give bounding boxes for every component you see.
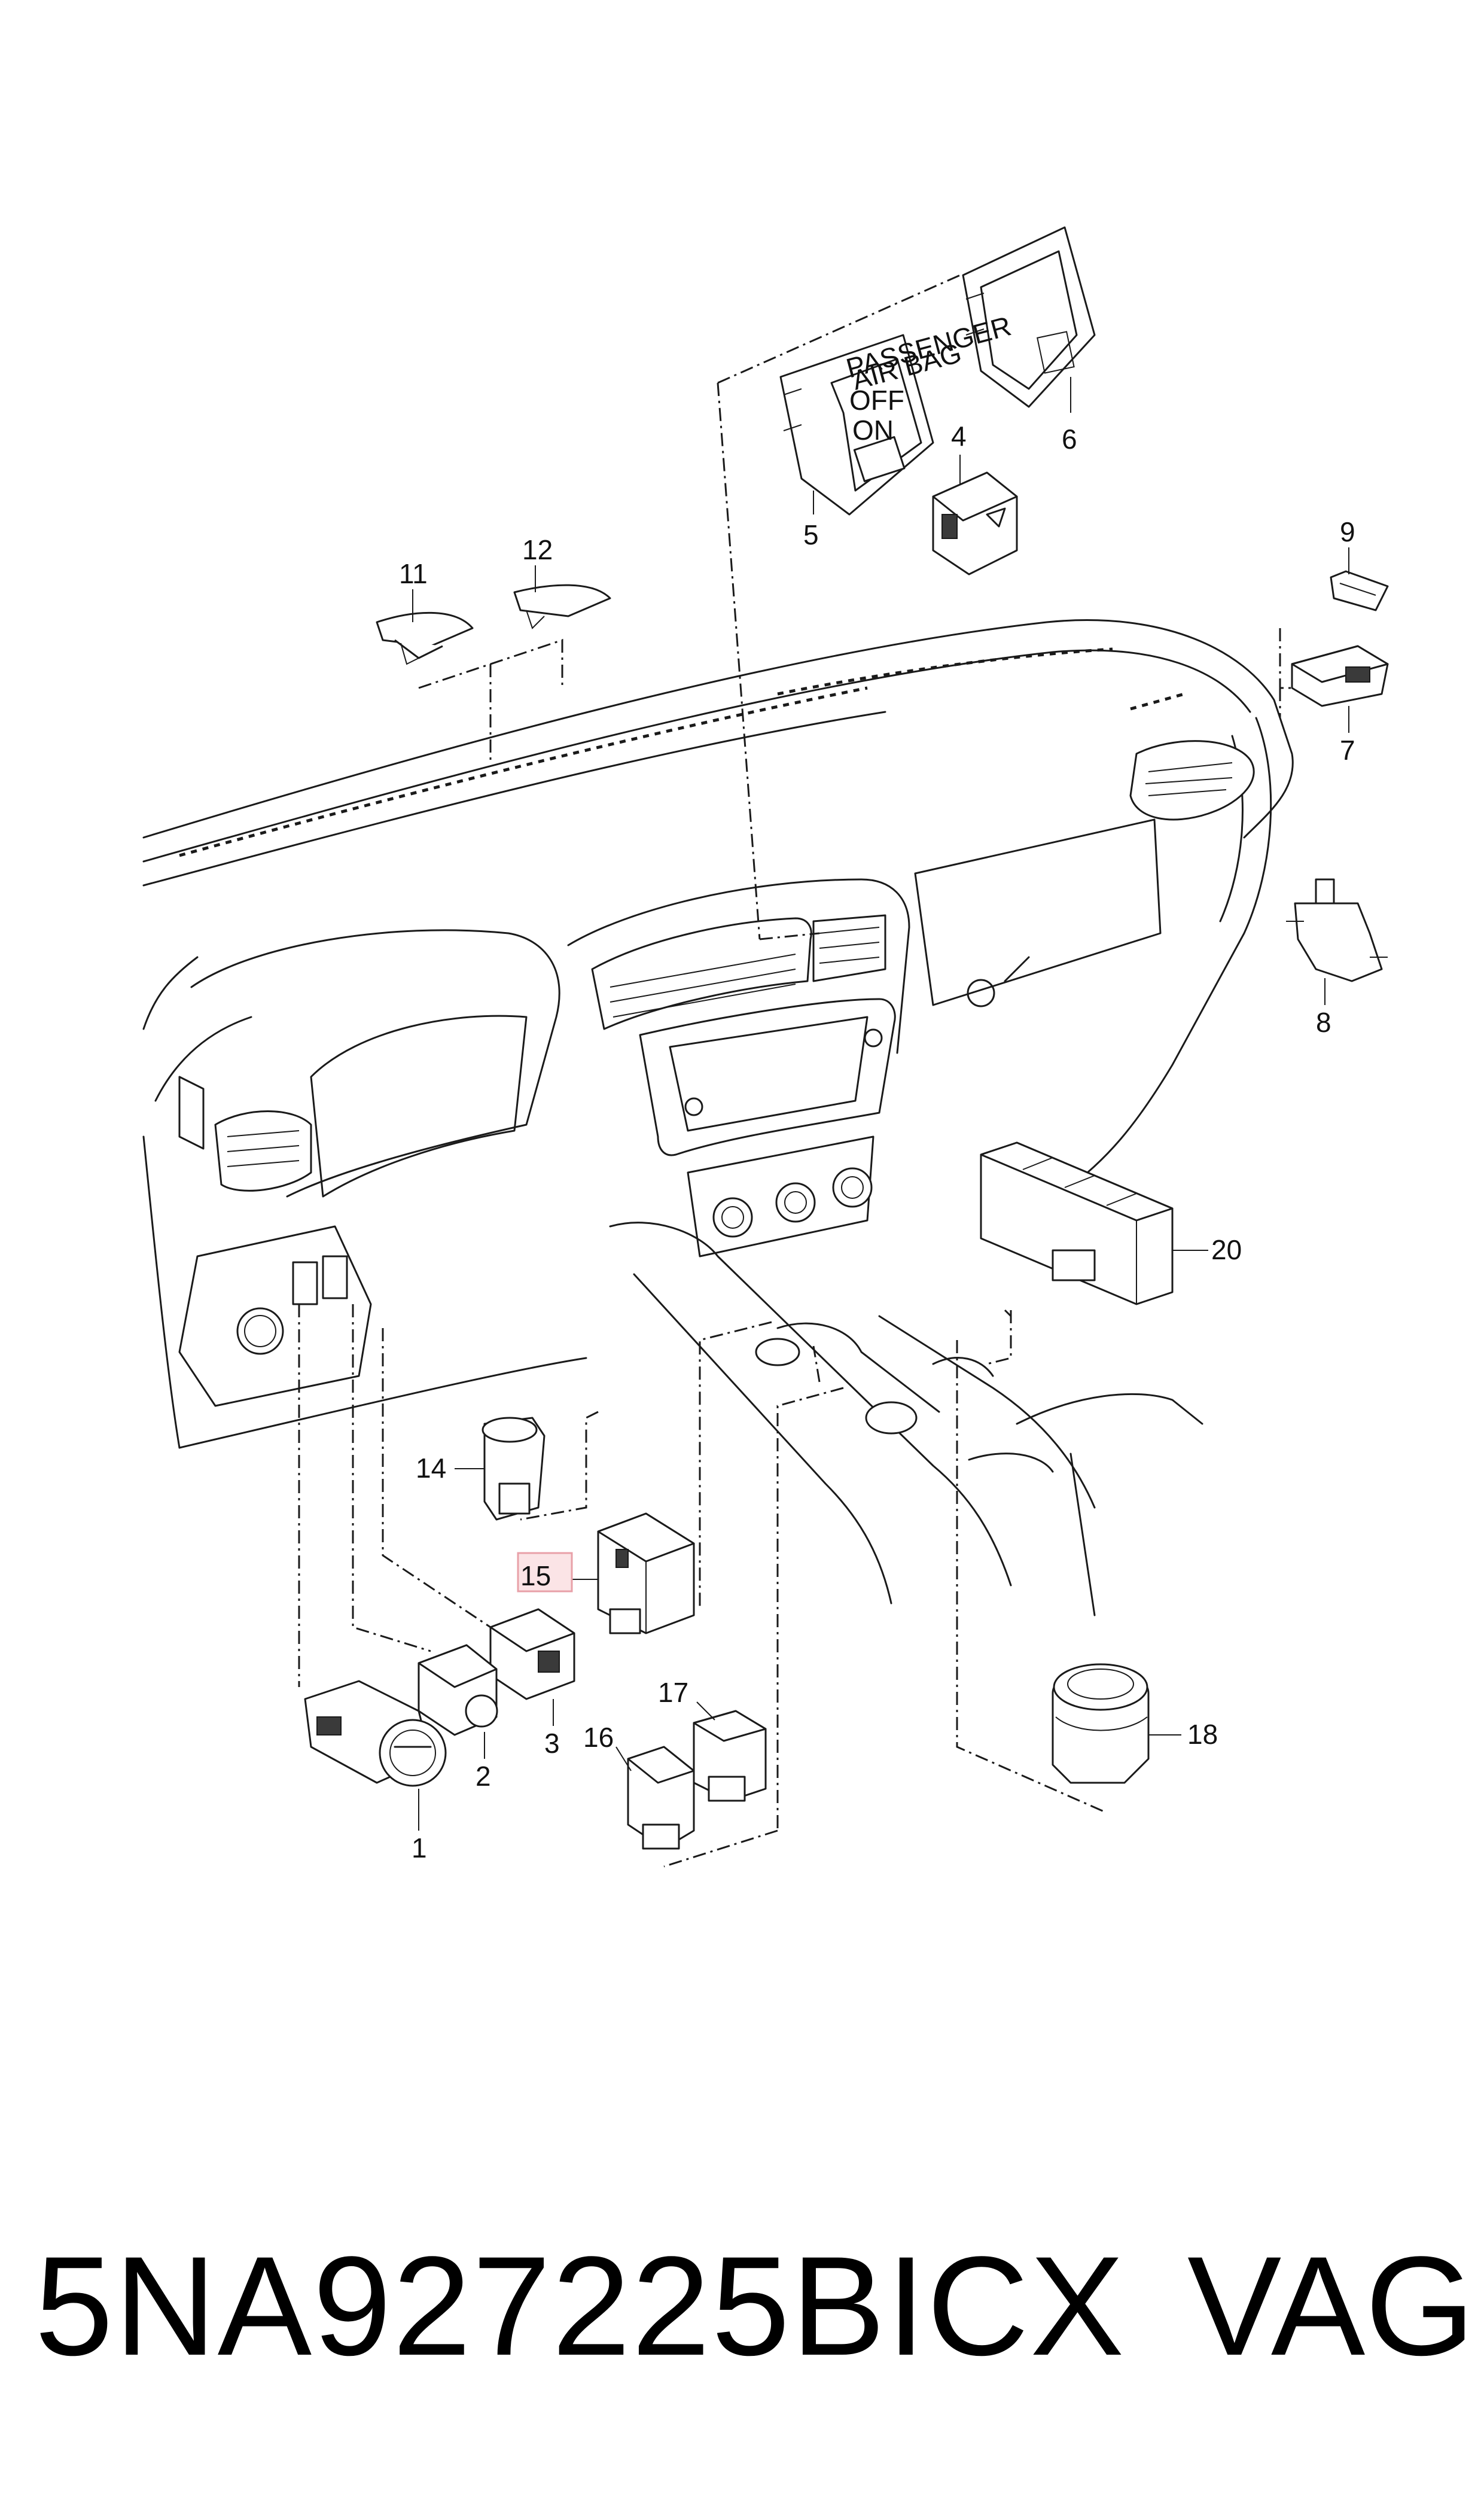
callout-11: 11 — [399, 558, 428, 589]
dashboard-drawing — [142, 619, 1294, 1616]
part-16-switch — [627, 1746, 695, 1850]
callout-3: 3 — [544, 1728, 560, 1759]
callout-12: 12 — [522, 534, 553, 565]
callout-14: 14 — [416, 1453, 446, 1484]
callout-8: 8 — [1316, 1007, 1331, 1038]
callout-leaders — [412, 377, 1349, 1831]
callout-1: 1 — [412, 1832, 427, 1864]
callout-7: 7 — [1340, 735, 1355, 766]
part-3-switch — [489, 1608, 575, 1700]
callout-18: 18 — [1187, 1719, 1218, 1750]
brand-label: VAG — [1187, 2227, 1475, 2385]
callout-17: 17 — [658, 1677, 688, 1708]
part-8-sensor — [1286, 878, 1388, 982]
airbag-on-label: ON — [852, 415, 894, 446]
callout-9: 9 — [1340, 516, 1355, 547]
callout-15-highlight — [517, 1552, 573, 1593]
callout-4: 4 — [951, 421, 967, 452]
part-9-small-clip — [1330, 570, 1389, 611]
airbag-off-label: OFF — [849, 385, 904, 416]
part-14-start-stop-button — [482, 1417, 546, 1521]
part-18-rotary-selector — [1052, 1663, 1150, 1784]
part-17-switch — [693, 1710, 767, 1802]
callout-5: 5 — [803, 519, 819, 550]
part-4-hazard-switch — [932, 471, 1018, 576]
callout-6: 6 — [1062, 424, 1077, 455]
part-1-light-switch — [304, 1680, 447, 1787]
part-20-switch-block — [980, 1141, 1174, 1305]
leader-lines — [298, 274, 1298, 1868]
callout-16: 16 — [583, 1722, 614, 1753]
part-15-switch-unit — [597, 1512, 695, 1634]
part-11-cover-cap — [376, 611, 474, 665]
part-7-usb-socket — [1291, 645, 1389, 707]
callout-2: 2 — [476, 1761, 491, 1792]
callout-numbers: 6 5 4 11 12 9 7 8 20 14 15 3 2 1 16 17 1… — [399, 421, 1355, 1864]
part-12-cover-cap — [513, 584, 611, 629]
part-number-label: 5NA927225BICX — [35, 2227, 1126, 2385]
callout-20: 20 — [1211, 1234, 1242, 1265]
part-6-blank-cover — [962, 226, 1096, 408]
part-2-dimmer-switch — [418, 1644, 498, 1736]
callout-15: 15 — [520, 1560, 551, 1591]
